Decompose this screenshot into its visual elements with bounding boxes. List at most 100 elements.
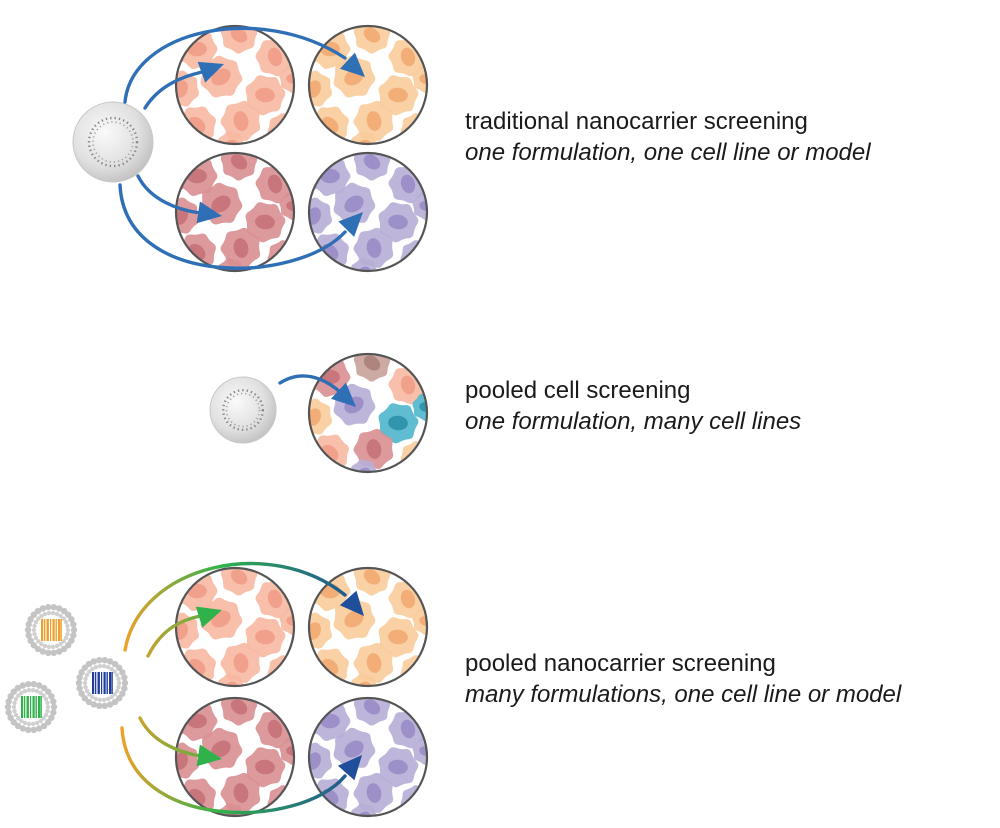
cell-nucleus <box>363 569 381 585</box>
curved-arrow-icon <box>120 726 362 815</box>
barcoded-nanocarrier-icon <box>4 680 58 734</box>
cell-nucleus <box>388 629 408 645</box>
cell-culture-well-icon <box>307 151 429 273</box>
cell-nucleus <box>233 238 249 258</box>
pooled-cell-screening-label: pooled cell screening one formulation, m… <box>465 375 801 437</box>
cell <box>351 258 378 271</box>
cell-culture-well <box>309 153 427 271</box>
pooled-nanocarrier-screening-subtitle: many formulations, one cell line or mode… <box>465 681 902 708</box>
cell-culture-well <box>309 698 427 816</box>
cell-culture-well-icon <box>174 566 296 688</box>
arrow-head <box>339 590 364 616</box>
cell-nucleus <box>363 699 381 715</box>
arrow-head <box>195 606 222 628</box>
curved-arrow-icon <box>146 606 222 658</box>
cell-nucleus <box>344 195 364 213</box>
cell-nucleus <box>267 174 283 194</box>
nanocarrier-sphere-icon <box>72 101 154 183</box>
cell-culture-well <box>309 26 427 144</box>
arrows-layer <box>118 26 365 815</box>
barcoded-nanocarrier-icon <box>24 603 78 657</box>
cell-culture-well-icon <box>174 151 296 273</box>
cell-culture-well-icon <box>307 696 429 818</box>
cell-nucleus <box>309 176 312 188</box>
pooled-cell-screening-subtitle: one formulation, many cell lines <box>465 408 802 435</box>
cell-nucleus <box>309 591 312 603</box>
cell-culture-well-icon <box>174 696 296 818</box>
cell-nucleus <box>255 759 275 775</box>
cell-nucleus <box>187 583 207 599</box>
cell-nucleus <box>255 214 275 230</box>
cell-nucleus <box>388 87 408 103</box>
cell-nucleus <box>267 719 283 739</box>
curved-arrow-icon <box>278 374 356 407</box>
cell <box>218 803 245 816</box>
cell-nucleus <box>230 569 248 585</box>
cell-culture-well <box>176 568 294 686</box>
cell-nucleus <box>400 375 416 395</box>
cell-nucleus <box>363 27 381 43</box>
pooled-nanocarrier-screening-title: pooled nanocarrier screening <box>465 650 776 677</box>
curved-arrow-icon <box>136 174 222 224</box>
cell-nucleus <box>309 49 312 61</box>
arrow-head <box>339 52 365 77</box>
cell <box>351 131 378 144</box>
cell-nucleus <box>320 168 340 184</box>
cell-nucleus <box>176 721 179 733</box>
curved-arrow-icon <box>123 26 365 104</box>
cell-nucleus <box>388 214 408 230</box>
pooled-nanocarrier-screening-label: pooled nanocarrier screening many formul… <box>465 648 901 710</box>
cell-nucleus <box>230 699 248 715</box>
cell-nucleus <box>211 68 231 86</box>
cell-nucleus <box>400 47 416 67</box>
cell-nucleus <box>366 238 382 258</box>
cell-culture-well <box>309 354 427 472</box>
cell <box>218 131 245 144</box>
arrow-head <box>337 755 362 781</box>
cell-nucleus <box>255 629 275 645</box>
curved-arrow-icon <box>123 562 364 652</box>
cell-nucleus <box>230 27 248 43</box>
nanocarriers-layer <box>4 101 277 734</box>
cell-culture-well-icon <box>307 352 429 474</box>
traditional-screening-subtitle: one formulation, one cell line or model <box>465 139 871 166</box>
traditional-screening-title: traditional nanocarrier screening <box>465 108 808 135</box>
pooled-cell-screening-title: pooled cell screening <box>465 377 691 404</box>
cell <box>351 459 378 472</box>
cell-nucleus <box>176 49 179 61</box>
cell-nucleus <box>400 719 416 739</box>
curved-arrow-icon <box>143 61 224 110</box>
cell-nucleus <box>363 154 381 170</box>
cell-culture-well <box>176 153 294 271</box>
arrow-head <box>330 382 356 407</box>
cell-culture-well-icon <box>174 24 296 146</box>
cell-nucleus <box>357 811 371 816</box>
arrow-head <box>196 201 222 224</box>
cell-nucleus <box>187 713 207 729</box>
cell-nucleus <box>357 467 371 472</box>
cell <box>351 673 378 686</box>
cell-nucleus <box>366 653 382 673</box>
cell-nucleus <box>187 41 207 57</box>
cell-nucleus <box>388 415 408 431</box>
cell-culture-well <box>309 568 427 686</box>
cell-nucleus <box>366 111 382 131</box>
barcoded-nanocarrier-icon <box>75 656 129 710</box>
cell-nucleus <box>357 266 371 271</box>
cell-nucleus <box>224 681 238 686</box>
cell-nucleus <box>211 740 231 758</box>
cell-nucleus <box>357 681 371 686</box>
arrow-head <box>196 744 222 767</box>
cell-nucleus <box>267 47 283 67</box>
cell-nucleus <box>309 721 312 733</box>
cell-nucleus <box>211 195 231 213</box>
cell <box>218 258 245 271</box>
traditional-screening-label: traditional nanocarrier screening one fo… <box>465 106 871 168</box>
curved-arrow-icon <box>118 183 363 270</box>
cell-nucleus <box>267 589 283 609</box>
cell <box>218 673 245 686</box>
cell <box>351 803 378 816</box>
cell-nucleus <box>400 174 416 194</box>
cell-nucleus <box>320 713 340 729</box>
